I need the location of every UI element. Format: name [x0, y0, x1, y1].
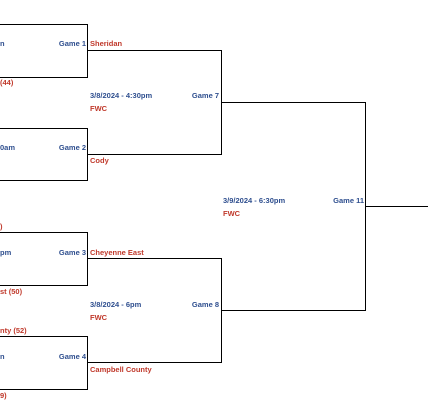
game-8-connector: [87, 258, 222, 363]
game-4-time: n: [0, 352, 5, 361]
game-7-connector: [87, 50, 222, 155]
game-3-top-team: ): [0, 222, 3, 231]
game-11-venue: FWC: [223, 209, 241, 218]
game-2-connector: [0, 128, 88, 181]
game-1-bottom-team: (44): [0, 78, 14, 87]
game-8-datetime: 3/8/2024 - 6pm: [90, 300, 142, 309]
game-7-label: Game 7: [191, 91, 219, 100]
game-2-advancer: Cody: [90, 156, 109, 165]
game-2-label: Game 2: [58, 143, 86, 152]
game-11-label: Game 11: [333, 196, 364, 205]
game-11-connector: [221, 102, 366, 311]
game-7-venue: FWC: [90, 104, 108, 113]
game-8-label: Game 8: [191, 300, 219, 309]
game-3-connector: [0, 232, 88, 286]
game-7-datetime: 3/8/2024 - 4:30pm: [90, 91, 153, 100]
game-4-connector: [0, 336, 88, 390]
game-1-advancer: Sheridan: [90, 39, 123, 48]
game-11-datetime: 3/9/2024 - 6:30pm: [223, 196, 286, 205]
game-3-label: Game 3: [58, 248, 86, 257]
game-1-label: Game 1: [58, 39, 86, 48]
game-4-top-team: nty (52): [0, 326, 27, 335]
game-1-time: n: [0, 39, 5, 48]
game-4-advancer: Campbell County: [90, 365, 152, 374]
game-2-time: 0am: [0, 143, 16, 152]
game-1-connector: [0, 24, 88, 78]
game-4-label: Game 4: [58, 352, 86, 361]
game-3-bottom-team: st (50): [0, 287, 23, 296]
game-4-bottom-team: 9): [0, 391, 7, 400]
game-3-advancer: Cheyenne East: [90, 248, 144, 257]
game-3-time: pm: [0, 248, 12, 257]
game-8-venue: FWC: [90, 313, 108, 322]
